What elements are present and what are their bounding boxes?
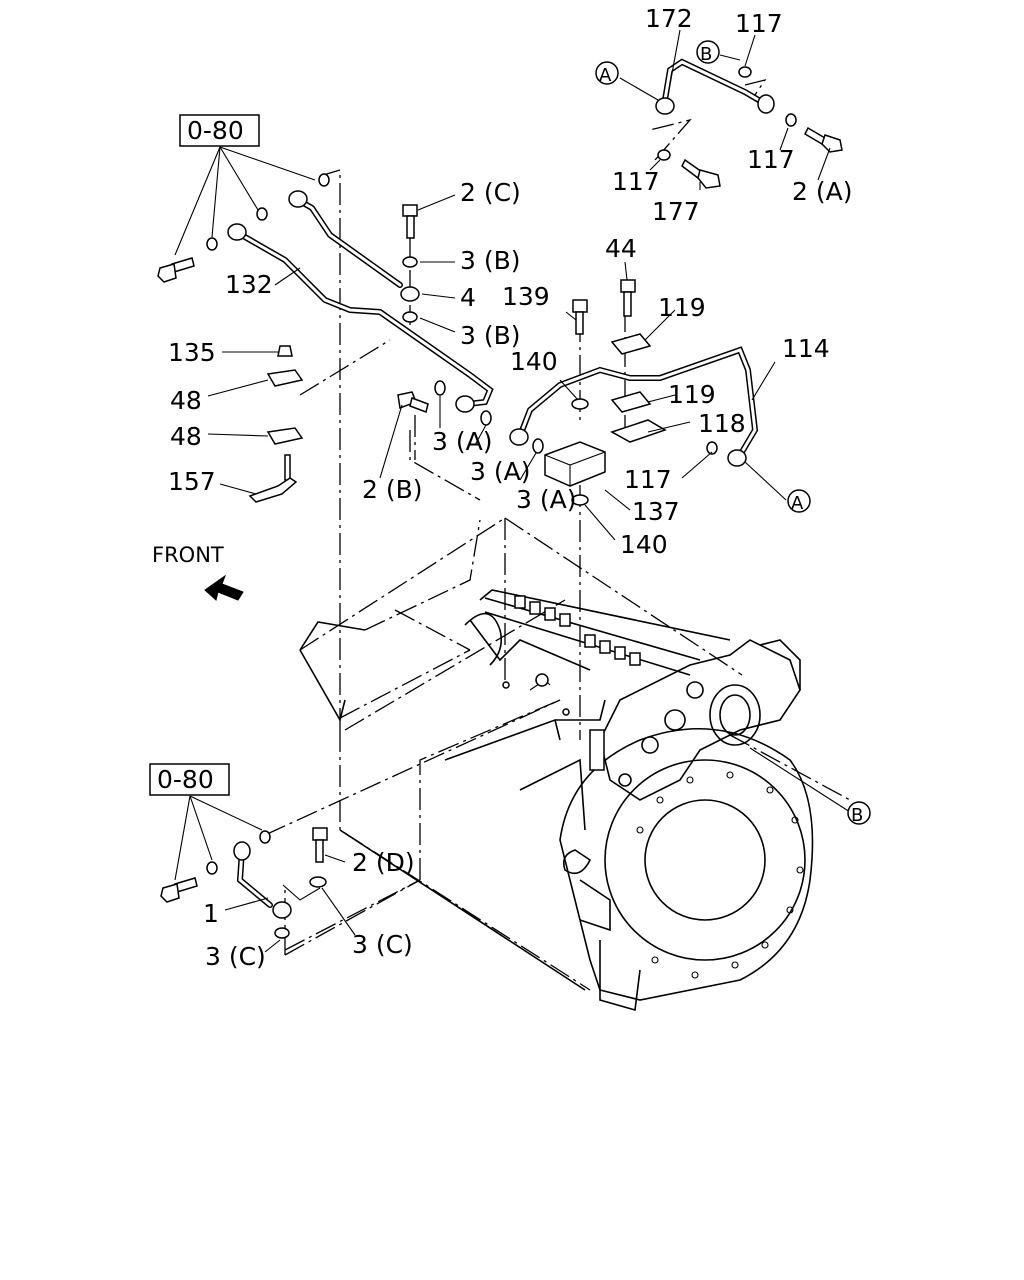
clamp-stack: [248, 345, 304, 503]
callout-157: 157: [168, 467, 216, 496]
flywheel-housing: [559, 727, 814, 1012]
reference-box-top-label: 0-80: [187, 116, 244, 145]
callout-48-2: 48: [170, 422, 202, 451]
pipe-1: [160, 827, 328, 939]
front-label: FRONT: [152, 543, 224, 567]
callout-3C-1: 3 (C): [205, 942, 266, 971]
callout-48-1: 48: [170, 386, 202, 415]
circled-marker-A-top: A: [595, 61, 619, 86]
bolt-139: [571, 299, 589, 506]
callout-137: 137: [632, 497, 680, 526]
bolt-2D: [312, 827, 328, 863]
callout-3C-2: 3 (C): [352, 930, 413, 959]
assembly-lines: [264, 78, 851, 951]
pipe-172: [655, 58, 843, 189]
callout-135: 135: [168, 338, 216, 367]
callout-117-top: 117: [735, 9, 783, 38]
leader-lines: [207, 29, 851, 953]
callout-2C: 2 (C): [460, 178, 521, 207]
bolt-2A: [804, 126, 843, 153]
callout-140-2: 140: [620, 530, 668, 559]
callout-3A-3: 3 (A): [516, 485, 576, 514]
marker-B-top-text: B: [700, 44, 712, 65]
callout-2D: 2 (D): [352, 848, 415, 877]
reference-box-top: 0-80: [174, 114, 316, 256]
callout-44: 44: [605, 234, 637, 263]
front-arrow-icon: [204, 574, 244, 601]
bolt-top-left: [157, 257, 195, 283]
marker-A-right-text: A: [791, 493, 804, 514]
callout-3A-2: 3 (A): [470, 457, 530, 486]
callout-132: 132: [225, 270, 273, 299]
pump-drive: [589, 639, 801, 801]
injection-pump: [484, 595, 701, 676]
block-137: [544, 441, 606, 487]
plate-118: [610, 419, 667, 443]
bolt-bottom-left: [160, 877, 198, 903]
circled-marker-B-top: B: [696, 40, 720, 65]
circled-marker-B-right: B: [847, 801, 871, 826]
callout-117-right: 117: [624, 465, 672, 494]
callout-177: 177: [652, 197, 700, 226]
circled-marker-A-right: A: [787, 489, 811, 514]
callout-119-2: 119: [668, 380, 716, 409]
callout-2A: 2 (A): [792, 177, 852, 206]
callout-172: 172: [645, 4, 693, 33]
callout-140-1: 140: [510, 347, 558, 376]
front-indicator: FRONT: [152, 543, 244, 601]
callout-2B: 2 (B): [362, 475, 423, 504]
callout-119-1: 119: [658, 293, 706, 322]
bolt-2B: [397, 380, 544, 454]
marker-A-top-text: A: [599, 65, 612, 86]
pipe-114: [509, 346, 759, 467]
callout-4: 4: [460, 283, 476, 312]
clamp-119: [610, 333, 652, 413]
callout-1: 1: [203, 899, 219, 928]
pipe-132: [157, 173, 494, 413]
callout-labels: 172 117 117 117 177 2 (A) 2 (C) 3 (B) 4 …: [168, 4, 852, 971]
bolt-44: [620, 279, 636, 317]
marker-B-right-text: B: [851, 805, 863, 826]
engine-block: [284, 169, 814, 1012]
bolt-2C-stack: [400, 204, 420, 323]
callout-3B-2: 3 (B): [460, 321, 521, 350]
callout-114: 114: [782, 334, 830, 363]
bolt-177: [681, 158, 721, 189]
callout-3A-1: 3 (A): [432, 427, 492, 456]
callout-117-mid: 117: [747, 145, 795, 174]
reference-box-bottom: 0-80: [149, 763, 263, 881]
callout-3B-1: 3 (B): [460, 246, 521, 275]
reference-box-bottom-label: 0-80: [157, 765, 214, 794]
callout-117-left: 117: [612, 167, 660, 196]
callout-139: 139: [502, 282, 550, 311]
callout-118: 118: [698, 409, 746, 438]
